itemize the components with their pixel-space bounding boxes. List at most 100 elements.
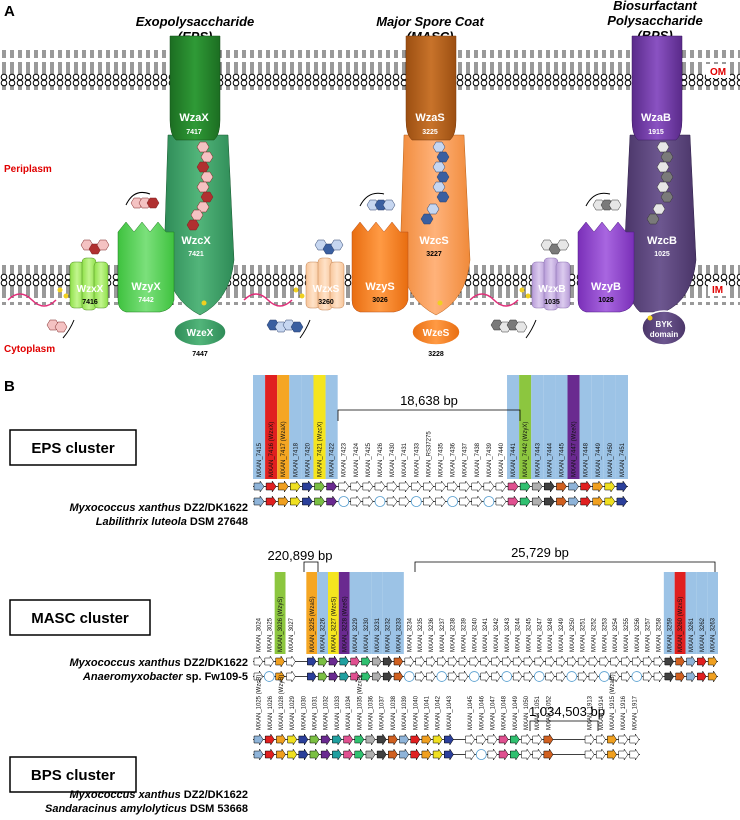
- bps-organism1: Myxococcus xanthus DZ2/DK1622: [69, 789, 248, 801]
- gene-label: MXAN_1037: [380, 695, 386, 730]
- wzys-name: WzyS: [365, 281, 394, 293]
- gene-arrow: [459, 656, 468, 667]
- gene-label: MXAN_7449: [596, 442, 602, 477]
- gene-label: MXAN_1915 (WzaB): [610, 674, 616, 730]
- gene-arrow: [288, 734, 297, 745]
- wzcb-protein: [624, 135, 696, 312]
- gene-label: MXAN_3225 (WzaS): [310, 596, 316, 652]
- gene-arrow: [508, 481, 518, 492]
- gene-arrow: [496, 481, 506, 492]
- gene-label: MXAN_3024: [256, 617, 262, 652]
- wzax-name: WzaX: [179, 112, 209, 124]
- gene-label: MXAN_3236: [429, 617, 435, 652]
- homolog-absent-marker: [534, 672, 544, 682]
- homolog-arrow: [321, 749, 330, 760]
- byk-label-line2: domain: [650, 330, 679, 339]
- gene-arrow: [422, 734, 431, 745]
- homolog-arrow: [329, 671, 338, 682]
- homolog-absent-marker: [339, 497, 349, 507]
- gene-arrow: [630, 734, 639, 745]
- masc-gap2-label: 25,729 bp: [511, 545, 569, 560]
- homolog-arrow: [288, 749, 297, 760]
- cytoplasm-label: Cytoplasm: [4, 344, 55, 355]
- gene-label: MXAN_7450: [608, 442, 614, 477]
- gene-arrow: [254, 481, 264, 492]
- gene-arrow: [619, 734, 628, 745]
- homolog-arrow: [388, 749, 397, 760]
- gene-label: MXAN_RS37275: [426, 431, 432, 477]
- gene-label: MXAN_7442 (WzyX): [523, 422, 529, 477]
- panel-a-letter: A: [4, 3, 15, 20]
- homolog-arrow: [508, 496, 518, 507]
- gene-arrow: [340, 656, 349, 667]
- gene-label: MXAN_3263: [711, 617, 717, 652]
- gene-arrow: [567, 656, 576, 667]
- homolog-arrow: [465, 749, 474, 760]
- gene-label: MXAN_3242: [494, 617, 500, 652]
- gene-arrow: [520, 481, 530, 492]
- wzes-name: WzeS: [423, 328, 450, 339]
- gene-arrow: [435, 481, 445, 492]
- gene-label: MXAN_3239: [461, 617, 467, 652]
- homolog-arrow: [307, 671, 316, 682]
- gene-arrow: [266, 481, 276, 492]
- homolog-arrow: [617, 496, 627, 507]
- gene-label: MXAN_7439: [487, 442, 493, 477]
- eps-gap-label: 18,638 bp: [400, 393, 458, 408]
- homolog-absent-marker: [484, 497, 494, 507]
- homolog-arrow: [654, 671, 663, 682]
- homolog-arrow: [411, 749, 420, 760]
- gene-label: MXAN_1916: [621, 695, 627, 730]
- gene-arrow: [276, 734, 285, 745]
- gene-label: MXAN_7437: [463, 442, 469, 477]
- homolog-arrow: [488, 749, 497, 760]
- gene-arrow: [394, 656, 403, 667]
- gene-label: MXAN_1030: [301, 695, 307, 730]
- gene-label: MXAN_3232: [386, 617, 392, 652]
- wzxb-id: 1035: [544, 299, 560, 306]
- homolog-arrow: [377, 749, 386, 760]
- gene-label: MXAN_1028 (WzyB): [279, 675, 285, 730]
- homolog-arrow: [394, 671, 403, 682]
- gene-arrow: [481, 656, 490, 667]
- gene-label: MXAN_3227 (WzcS): [331, 597, 337, 652]
- gene-arrow: [632, 656, 641, 667]
- gene-label: MXAN_7416 (WzxX): [269, 422, 275, 477]
- homolog-arrow: [422, 749, 431, 760]
- wzcs-id: 3227: [426, 251, 442, 258]
- wzxx-id: 7416: [82, 299, 98, 306]
- gene-label: MXAN_7422: [330, 442, 336, 477]
- bps-header-line1: Biosurfactant: [613, 0, 697, 13]
- homolog-arrow: [593, 496, 603, 507]
- gene-label: MXAN_3256: [635, 617, 641, 652]
- homolog-arrow: [290, 496, 300, 507]
- gene-label: MXAN_3257: [646, 617, 652, 652]
- gene-arrow: [622, 656, 631, 667]
- homolog-absent-marker: [437, 672, 447, 682]
- homolog-arrow: [448, 671, 457, 682]
- gene-arrow: [411, 481, 421, 492]
- homolog-arrow: [310, 749, 319, 760]
- homolog-arrow: [460, 496, 470, 507]
- gene-label: MXAN_7436: [451, 442, 457, 477]
- gene-label: MXAN_1041: [425, 695, 431, 730]
- gene-arrow: [299, 734, 308, 745]
- wzcb-id: 1025: [654, 251, 670, 258]
- gene-arrow: [643, 656, 652, 667]
- gene-arrow: [544, 734, 553, 745]
- gene-label: MXAN_1031: [313, 695, 319, 730]
- gene-arrow: [470, 656, 479, 667]
- gene-label: MXAN_3238: [451, 617, 457, 652]
- homolog-absent-marker: [448, 497, 458, 507]
- gene-arrow: [383, 656, 392, 667]
- panel-b-letter: B: [4, 378, 15, 395]
- homolog-arrow: [557, 671, 566, 682]
- homolog-arrow: [383, 671, 392, 682]
- homolog-absent-marker: [375, 497, 385, 507]
- gene-arrow: [339, 481, 349, 492]
- gene-arrow: [596, 734, 605, 745]
- homolog-arrow: [472, 496, 482, 507]
- gene-arrow: [377, 734, 386, 745]
- gene-arrow: [372, 656, 381, 667]
